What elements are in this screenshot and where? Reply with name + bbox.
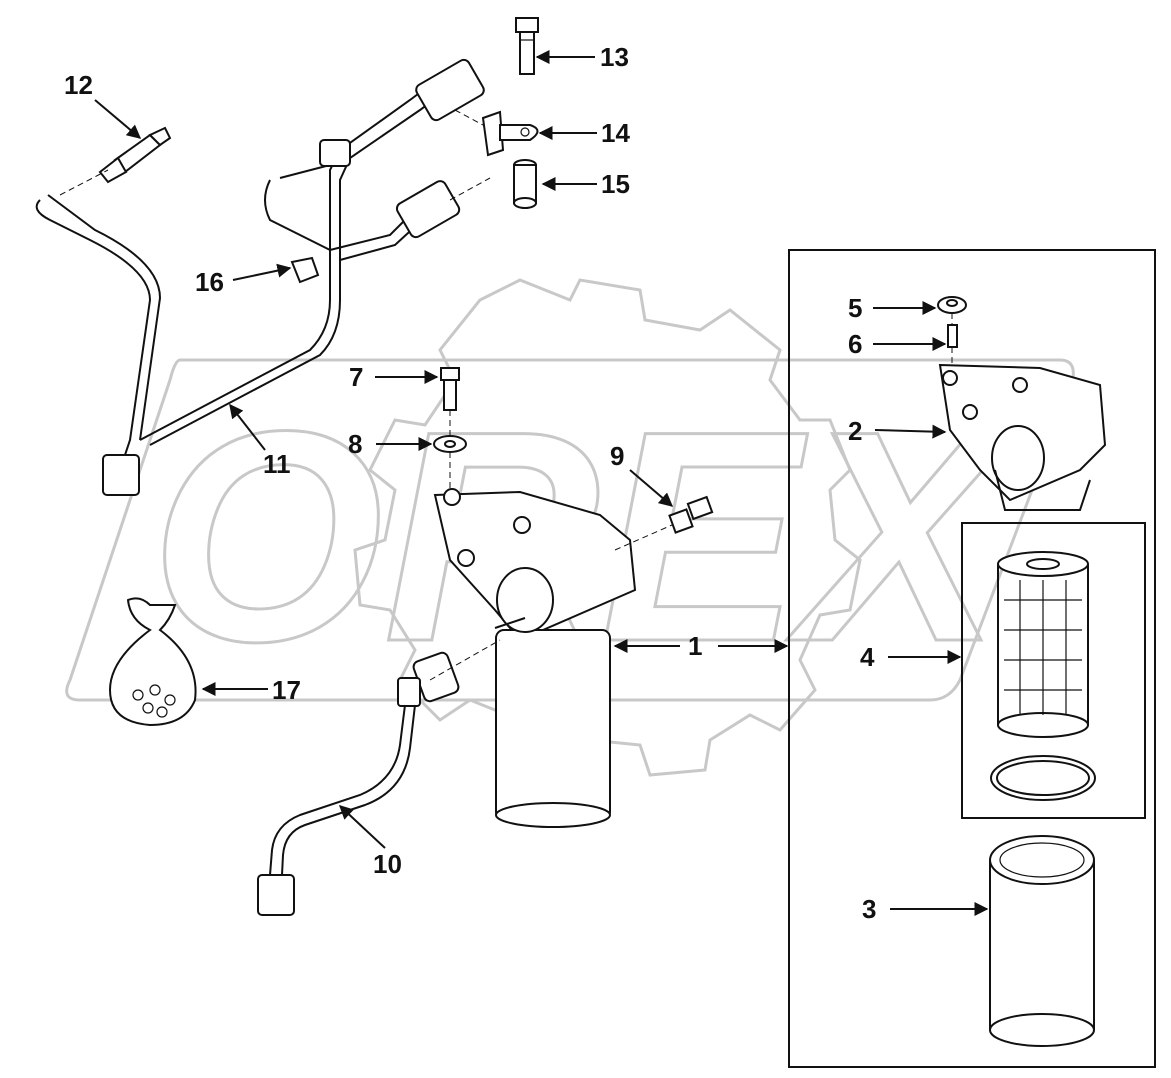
callout-label-4: 4 xyxy=(860,642,875,672)
washer-8 xyxy=(433,435,467,453)
nut-5 xyxy=(937,296,967,314)
callout-13: 13 xyxy=(535,42,629,72)
callout-17: 17 xyxy=(201,675,301,705)
callout-9: 9 xyxy=(610,441,674,507)
filter-element-4 xyxy=(990,551,1096,801)
filter-head-2 xyxy=(938,363,1107,511)
bolt-13 xyxy=(515,17,539,75)
callout-label-15: 15 xyxy=(601,169,630,199)
callout-label-16: 16 xyxy=(195,267,224,297)
callout-label-17: 17 xyxy=(272,675,301,705)
clip-16 xyxy=(290,256,320,284)
callout-3: 3 xyxy=(862,894,989,924)
callout-label-9: 9 xyxy=(610,441,624,471)
callout-label-2: 2 xyxy=(848,416,862,446)
callout-14: 14 xyxy=(538,118,630,148)
kit-box xyxy=(788,249,1156,1068)
callout-2: 2 xyxy=(848,416,947,446)
callout-label-8: 8 xyxy=(348,429,362,459)
callout-12: 12 xyxy=(64,70,142,139)
watermark-gear-outline xyxy=(353,278,862,777)
callout-label-6: 6 xyxy=(848,329,862,359)
callout-label-10: 10 xyxy=(373,849,402,879)
callout-7: 7 xyxy=(349,362,439,392)
callout-label-1: 1 xyxy=(688,631,702,661)
clip-14 xyxy=(481,110,539,157)
filter-bowl-3 xyxy=(989,835,1095,1047)
filter-element-box xyxy=(961,522,1146,819)
callout-15: 15 xyxy=(541,169,630,199)
sleeve-15 xyxy=(513,159,537,209)
callout-11: 11 xyxy=(229,403,291,479)
watermark-frame xyxy=(65,358,1075,702)
callout-10: 10 xyxy=(338,805,402,879)
callout-label-12: 12 xyxy=(64,70,93,100)
assembly-lines xyxy=(59,109,953,681)
callout-6: 6 xyxy=(848,329,947,359)
callout-label-11: 11 xyxy=(263,449,291,479)
fitting-12 xyxy=(98,126,172,184)
callout-8: 8 xyxy=(348,429,433,459)
callout-label-3: 3 xyxy=(862,894,876,924)
pin-6 xyxy=(947,324,958,348)
bolt-7 xyxy=(440,367,460,411)
callout-label-13: 13 xyxy=(600,42,629,72)
callout-5: 5 xyxy=(848,293,937,323)
hardware-bag-17 xyxy=(108,597,197,727)
pipe-11 xyxy=(35,58,485,496)
pipe-10 xyxy=(257,651,460,916)
callout-1: 1 xyxy=(613,631,789,661)
callout-4: 4 xyxy=(860,642,962,672)
callout-label-5: 5 xyxy=(848,293,862,323)
fitting-9 xyxy=(668,495,714,534)
callout-label-14: 14 xyxy=(601,118,630,148)
callout-label-7: 7 xyxy=(349,362,363,392)
callout-16: 16 xyxy=(195,263,292,297)
filter-assembly-1 xyxy=(433,488,637,828)
